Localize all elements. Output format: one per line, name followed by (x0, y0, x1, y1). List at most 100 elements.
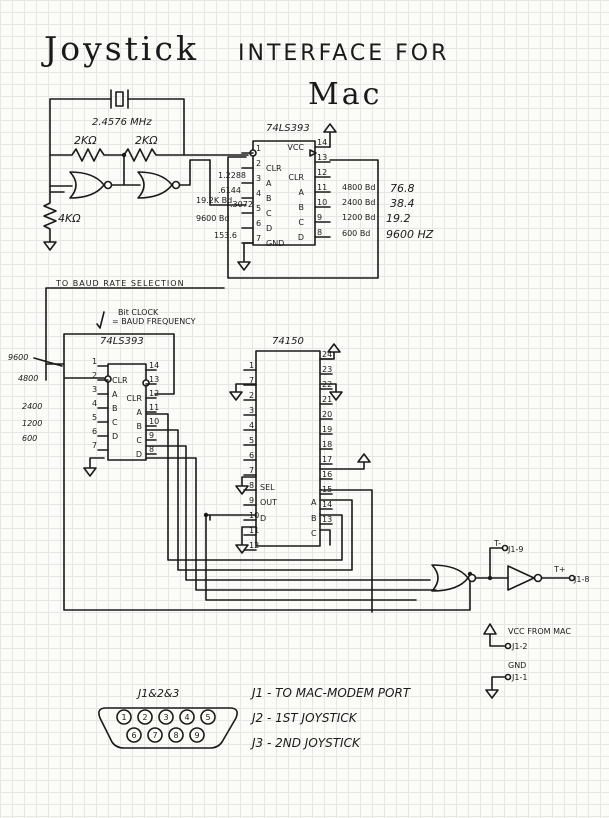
ic2-right-pin-6: 8 (149, 445, 154, 454)
rate-4800: 4800 (18, 374, 38, 383)
ic1-left-pin-4: 5 (256, 204, 261, 213)
ic3-b: B (311, 514, 317, 523)
rate-9600: 9600 (8, 353, 28, 362)
ic3-left-pin-6: 6 (249, 451, 254, 460)
db9-pin-7 (147, 727, 163, 743)
ic1-left-pin-2: 3 (256, 174, 261, 183)
ic3-left-pin-11: 11 (249, 526, 259, 535)
db9-pin-label-9: 9 (194, 731, 199, 740)
ic1-right-pin-2: 12 (317, 168, 327, 177)
crystal-frequency: 2.4576 MHz (92, 117, 152, 128)
db9-pin-label-1: 1 (121, 713, 126, 722)
db9-pin-2 (137, 709, 153, 725)
legend-j3: J3 - 2ND JOYSTICK (250, 736, 361, 750)
ic1-right-pin-3: 11 (317, 183, 327, 192)
db9-pin-label-8: 8 (173, 731, 178, 740)
ic1-right-sig-0: VCC (287, 143, 304, 152)
ic1-baud-2: 9600 Bd (196, 214, 229, 223)
title-interface-for: INTERFACE FOR (238, 41, 449, 66)
ic1-left-pin-1: 2 (256, 159, 261, 168)
resistor-r3: 4KΩ (58, 212, 81, 225)
db9-pin-label-7: 7 (152, 731, 157, 740)
ic3-left-pin-12: 12 (249, 541, 259, 550)
baud-rate-list: 9600 4800 2400 1200 600 (8, 353, 63, 443)
ic1-right-pin-4: 10 (317, 198, 327, 207)
t-minus-label: T- (493, 539, 501, 548)
ic1-left-sig-2: A (266, 179, 272, 188)
ic1-left-pin-0: 1 (256, 144, 261, 153)
ic2-right-pin-4: 10 (149, 417, 159, 426)
baud-rate-selection-label: TO BAUD RATE SELECTION (55, 279, 185, 288)
db9-pin-label-5: 5 (205, 713, 210, 722)
db9-pin-3 (158, 709, 174, 725)
ic1-left-sig-5: D (266, 224, 272, 233)
ic2-left-sig-4: C (112, 418, 118, 427)
ic1-left-sig-4: C (266, 209, 272, 218)
j1-9-label: J1-9 (507, 545, 523, 554)
ic2-right-pin-2: 12 (149, 389, 159, 398)
resistor-r1: 2KΩ (74, 134, 97, 147)
legend-j1: J1 - TO MAC-MODEM PORT (250, 686, 412, 700)
ic3-right-pin-1: 23 (322, 365, 332, 374)
db9-pin-label-2: 2 (142, 713, 147, 722)
db9-label: J1&2&3 (136, 687, 179, 700)
ic2-label: 74LS393 (100, 336, 144, 347)
rate-1200: 1200 (22, 419, 42, 428)
ic1-left-pin-5: 6 (256, 219, 261, 228)
db9-pin-label-6: 6 (131, 731, 136, 740)
ic3-d: D (260, 514, 266, 523)
legend-j2: J2 - 1ST JOYSTICK (250, 711, 358, 725)
ic2-right-pin-3: 11 (149, 403, 159, 412)
db9-pin-6 (126, 727, 142, 743)
ic3-left-pin-5: 5 (249, 436, 254, 445)
ic1-right-sig-3: A (299, 188, 305, 197)
db9-pin-8 (168, 727, 184, 743)
ic3-left-pin-0: 1 (249, 361, 254, 370)
crystal (115, 91, 124, 107)
ic2-right-pin-0: 14 (149, 361, 159, 370)
ic3-right-pin-7: 17 (322, 455, 332, 464)
ic3-right-pin-3: 21 (322, 395, 332, 404)
ic1-left-sig-6: GND (266, 239, 284, 248)
ic1-out-3: 19.2 (386, 212, 411, 225)
ic2-left-sig-5: D (112, 432, 118, 441)
ic2-right-pin-1: 13 (149, 375, 159, 384)
ic2-left-pin-3: 4 (92, 399, 97, 408)
ic2-left-pin-1: 2 (92, 371, 97, 380)
ic1-right-sig-2: CLR (288, 173, 304, 182)
ic3-left-pin-2: 2 (249, 391, 254, 400)
db9-pin-label-4: 4 (184, 713, 189, 722)
db9-pin-9 (189, 727, 205, 743)
ic1-left-pin-6: 7 (256, 234, 261, 243)
bit-clock-label: Bit CLOCK (118, 308, 159, 317)
ic1-left-pin-3: 4 (256, 189, 261, 198)
j1-8-label: J1-8 (573, 575, 589, 584)
rate-2400: 2400 (22, 402, 42, 411)
ic1-right-pin-0: 14 (317, 138, 327, 147)
ic2-left-pin-2: 3 (92, 385, 97, 394)
db9-connector: J1&2&3 1 2 3 4 5 6 7 8 9 (98, 687, 238, 749)
ic3-left-pin-4: 4 (249, 421, 254, 430)
ic2-left-sig-1: CLR (112, 376, 128, 385)
db9-pin-label-3: 3 (163, 713, 168, 722)
ic2-right-sig-2: CLR (126, 394, 142, 403)
db9-pin-1 (116, 709, 132, 725)
ic3-label: 74150 (272, 336, 304, 347)
j1-1-label: J1-1 (511, 673, 527, 682)
ic1-frequency-labels: 1.2288 .6144 19.2K Bd .3072 9600 Bd 153.… (196, 171, 434, 241)
gnd-label: GND (508, 661, 526, 670)
ic2-right-sig-6: D (136, 450, 142, 459)
ic1-label: 74LS393 (266, 123, 310, 134)
output-gates: T- J1-9 T+ J1-8 (431, 539, 589, 592)
ic1-freq-2: .6144 (218, 186, 241, 195)
ic2-right-sig-3: A (137, 408, 143, 417)
signal-wiring (45, 363, 473, 613)
ic2-left-pin-0: 1 (92, 357, 97, 366)
ic3-left-pin-1: 7 (249, 376, 254, 385)
vcc-from-mac-label: VCC FROM MAC (508, 627, 571, 636)
oscillator-circuit: 2.4576 MHz 2KΩ 2KΩ 4KΩ (43, 89, 249, 251)
